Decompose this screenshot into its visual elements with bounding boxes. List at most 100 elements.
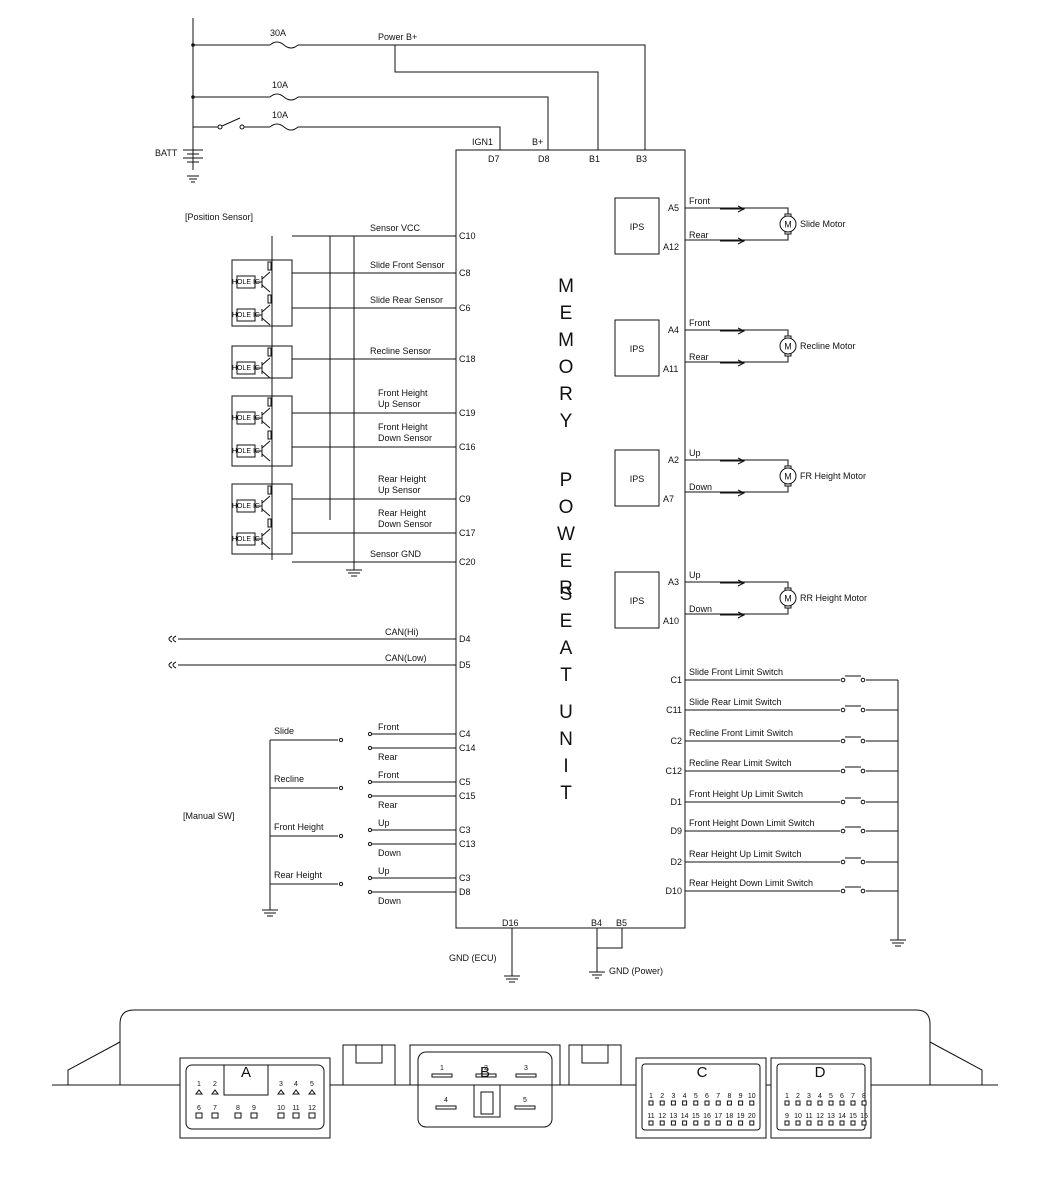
connector-d-pin: 10	[794, 1113, 802, 1120]
fuse-30a-symbol	[269, 41, 299, 49]
sensor-pin: C19	[459, 408, 476, 418]
connector-d-pin: 15	[849, 1113, 857, 1120]
connector-d-pin: 11	[805, 1113, 812, 1120]
connector-b-pin: 3	[524, 1065, 528, 1072]
limit-label: Rear Height Up Limit Switch	[689, 849, 802, 859]
ecu-title-letter: O	[559, 497, 574, 518]
limit-pin: C1	[670, 675, 682, 685]
connector-d-pin: 4	[818, 1093, 822, 1100]
limit-label: Front Height Up Limit Switch	[689, 789, 803, 799]
motor-name: Recline Motor	[800, 341, 856, 351]
can-pin: D4	[459, 634, 471, 644]
manual-sw-pin: C3	[459, 825, 471, 835]
hall-ic-label: HOLE IC	[232, 415, 260, 422]
sensor-pin: C6	[459, 303, 471, 313]
pin-d7: D7	[488, 154, 500, 164]
connector-d-pin: 12	[816, 1113, 824, 1120]
manual-sw-name: Slide	[274, 726, 294, 736]
manual-sw-dir: Down	[378, 848, 401, 858]
motor-dir: Up	[689, 448, 701, 458]
ips-block	[614, 571, 660, 629]
connector-c-pin: 20	[748, 1113, 756, 1120]
pin-b1: B1	[589, 154, 600, 164]
ips-label: IPS	[630, 596, 645, 606]
motor-symbol: M	[784, 342, 792, 352]
motor-symbol: M	[784, 594, 792, 604]
gnd-ecu-label: GND (ECU)	[449, 953, 497, 963]
arrow-right-icon	[720, 579, 746, 587]
motor-pin: A3	[668, 577, 679, 587]
ecu-title-letter: R	[559, 578, 573, 599]
fuse-10a-2-symbol	[269, 123, 299, 131]
switch-contact	[338, 737, 344, 743]
manual-sw-pin: D8	[459, 887, 471, 897]
motor-dir: Front	[689, 196, 711, 206]
connector-c-pin: 14	[681, 1113, 689, 1120]
ecu-title-letter: Y	[560, 411, 573, 432]
sensor-label: Slide Rear Sensor	[370, 295, 443, 305]
connector-a-pin: 11	[292, 1105, 299, 1112]
motor-dir: Rear	[689, 230, 709, 240]
motor-dir: Up	[689, 570, 701, 580]
pin-b4: B4	[591, 918, 602, 928]
ecu-title-letter: P	[560, 470, 573, 491]
connector-a-pin: 3	[279, 1081, 283, 1088]
connector-b-pin: 5	[523, 1097, 527, 1104]
motor-icon	[779, 589, 797, 607]
sensor-pin: C18	[459, 354, 476, 364]
sensor-label: Rear Height	[378, 508, 427, 518]
motor-symbol: M	[784, 220, 792, 230]
connector-c-pin: 4	[683, 1093, 687, 1100]
motor-dir: Front	[689, 318, 711, 328]
arrow-right-icon	[720, 457, 746, 465]
manual-sw-heading: [Manual SW]	[183, 811, 235, 821]
connector-d-pin: 16	[860, 1113, 868, 1120]
sensor-label: Sensor VCC	[370, 223, 421, 233]
limit-switch-contact	[840, 799, 846, 805]
gnd-power-label: GND (Power)	[609, 966, 663, 976]
ips-label: IPS	[630, 344, 645, 354]
ips-block	[614, 319, 660, 377]
ips-block	[614, 449, 660, 507]
motor-name: RR Height Motor	[800, 593, 867, 603]
ecu-title-letter: S	[560, 584, 573, 605]
connector-c-pin: 13	[670, 1113, 678, 1120]
motor-dir: Rear	[689, 352, 709, 362]
ips-label: IPS	[630, 222, 645, 232]
sensor-pin: C16	[459, 442, 476, 452]
manual-sw-name: Recline	[274, 774, 304, 784]
connector-a-pin: 9	[252, 1105, 256, 1112]
connector-a-pin: 7	[213, 1105, 217, 1112]
connector-a-pin: 5	[310, 1081, 314, 1088]
connector-a-pin: 12	[308, 1105, 316, 1112]
connector-c-pin: 8	[727, 1093, 731, 1100]
motor-pin: A10	[663, 616, 679, 626]
connector-a-label: A	[241, 1064, 251, 1081]
connector-c-pin: 12	[658, 1113, 666, 1120]
can-pin: D5	[459, 660, 471, 670]
manual-sw-dir: Rear	[378, 800, 398, 810]
sensor-label: Front Height	[378, 388, 428, 398]
ignition-switch-symbol	[221, 117, 241, 127]
limit-label: Recline Rear Limit Switch	[689, 758, 792, 768]
connector-b-pin: 4	[444, 1097, 448, 1104]
connector-c-pin: 16	[703, 1113, 711, 1120]
limit-label: Recline Front Limit Switch	[689, 728, 793, 738]
limit-switch-contact	[840, 768, 846, 774]
arrow-right-icon	[720, 611, 746, 619]
manual-sw-name: Front Height	[274, 822, 324, 832]
pin-b5: B5	[616, 918, 627, 928]
manual-sw-pin: C4	[459, 729, 471, 739]
manual-sw-dir: Down	[378, 896, 401, 906]
motor-icon	[779, 337, 797, 355]
power-b-label: Power B+	[378, 32, 417, 42]
can-label: CAN(Hi)	[385, 627, 419, 637]
sensor-label: Slide Front Sensor	[370, 260, 445, 270]
sensor-pin: C8	[459, 268, 471, 278]
